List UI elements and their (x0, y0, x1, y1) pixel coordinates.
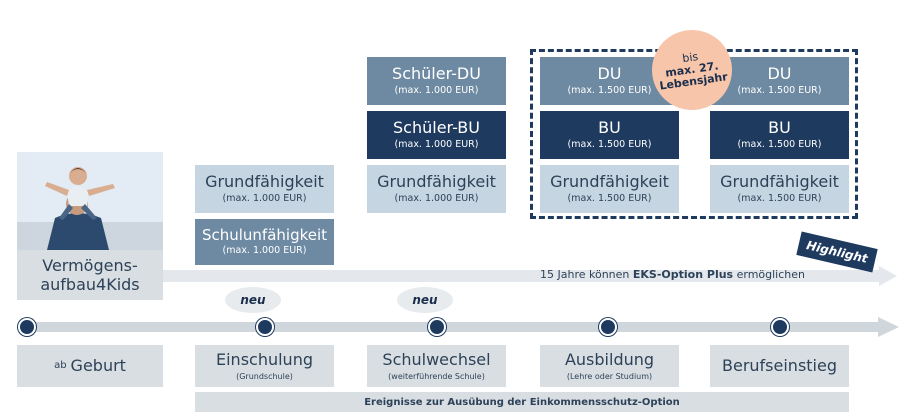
timeline-dot-schulwechsel (428, 318, 446, 336)
footer-bar: Ereignisse zur Ausübung der Einkommenssc… (195, 392, 849, 412)
family-photo (17, 152, 163, 250)
event-ausbildung: Ausbildung (Lehre oder Studium) (540, 345, 679, 387)
event-schulwechsel: Schulwechsel (weiterführende Schule) (367, 345, 506, 387)
event-berufseinstieg-title: Berufseinstieg (722, 355, 837, 375)
grundfaehigkeit-box-beruf: Grundfähigkeit (max. 1.500 EUR) (710, 165, 849, 213)
timeline-arrow (20, 317, 899, 337)
vermoegensaufbau-label: Vermögens- aufbau4Kids (40, 255, 140, 294)
schueler-du-sub: (max. 1.000 EUR) (394, 84, 479, 96)
du-beruf-sub: (max. 1.500 EUR) (737, 84, 822, 96)
vermoegensaufbau-box: Vermögens- aufbau4Kids (17, 250, 163, 300)
schueler-du-box: Schüler-DU (max. 1.000 EUR) (367, 57, 506, 105)
grundfaehigkeit-1-title: Grundfähigkeit (205, 172, 324, 192)
timeline-dot-einschulung (256, 318, 274, 336)
eks-text-prefix: 15 Jahre können (540, 268, 633, 281)
footer-text: Ereignisse zur Ausübung der Einkommenssc… (364, 396, 680, 408)
event-geburt-prefix: ab (54, 360, 67, 372)
event-einschulung-title: Einschulung (216, 350, 313, 370)
eks-arrow (163, 266, 897, 286)
event-schulwechsel-sub: (weiterführende Schule) (388, 371, 485, 381)
grundfaehigkeit-ausbildung-title: Grundfähigkeit (550, 172, 669, 192)
event-einschulung: Einschulung (Grundschule) (195, 345, 334, 387)
eks-text-bold: EKS-Option Plus (632, 268, 734, 281)
neu-text-2: neu (412, 293, 438, 307)
du-ausbildung-sub: (max. 1.500 EUR) (567, 84, 652, 96)
bu-beruf-title: BU (768, 118, 791, 138)
neu-label-schulwechsel: neu (397, 287, 453, 313)
highlight-label: Highlight (805, 238, 869, 266)
bu-ausbildung-title: BU (598, 118, 621, 138)
grundfaehigkeit-ausbildung-sub: (max. 1.500 EUR) (567, 192, 652, 204)
bu-beruf-sub: (max. 1.500 EUR) (737, 138, 822, 150)
schueler-bu-title: Schüler-BU (393, 118, 480, 138)
grundfaehigkeit-box-2: Grundfähigkeit (max. 1.000 EUR) (367, 165, 506, 213)
timeline-dot-ausbildung (599, 318, 617, 336)
event-geburt: ab Geburt (17, 345, 163, 387)
bu-box-beruf: BU (max. 1.500 EUR) (710, 111, 849, 159)
father-child-image (17, 152, 163, 250)
timeline-dot-berufseinstieg (771, 318, 789, 336)
schulunfaehigkeit-title: Schulunfähigkeit (201, 225, 328, 244)
event-ausbildung-sub: (Lehre oder Studium) (566, 371, 653, 381)
grundfaehigkeit-beruf-title: Grundfähigkeit (720, 172, 839, 192)
du-ausbildung-title: DU (597, 64, 622, 84)
neu-text-1: neu (240, 293, 266, 307)
eks-text-suffix: ermöglichen (733, 268, 806, 281)
bu-ausbildung-sub: (max. 1.500 EUR) (567, 138, 652, 150)
grundfaehigkeit-box-1: Grundfähigkeit (max. 1.000 EUR) (195, 165, 334, 213)
event-ausbildung-title: Ausbildung (564, 350, 655, 370)
schueler-bu-sub: (max. 1.000 EUR) (394, 138, 479, 150)
event-schulwechsel-title: Schulwechsel (382, 350, 491, 370)
schulunfaehigkeit-sub: (max. 1.000 EUR) (222, 245, 307, 257)
grundfaehigkeit-box-ausbildung: Grundfähigkeit (max. 1.500 EUR) (540, 165, 679, 213)
event-einschulung-sub: (Grundschule) (236, 371, 293, 381)
grundfaehigkeit-2-sub: (max. 1.000 EUR) (394, 192, 479, 204)
grundfaehigkeit-2-title: Grundfähigkeit (377, 172, 496, 192)
bu-box-ausbildung: BU (max. 1.500 EUR) (540, 111, 679, 159)
timeline-dot-geburt (18, 318, 36, 336)
du-box-beruf: DU (max. 1.500 EUR) (710, 57, 849, 105)
grundfaehigkeit-beruf-sub: (max. 1.500 EUR) (737, 192, 822, 204)
du-beruf-title: DU (767, 64, 792, 84)
schueler-du-title: Schüler-DU (392, 64, 481, 84)
eks-arrow-text: 15 Jahre können EKS-Option Plus ermöglic… (540, 268, 860, 284)
neu-label-einschulung: neu (225, 287, 281, 313)
event-geburt-title: Geburt (70, 355, 126, 375)
grundfaehigkeit-1-sub: (max. 1.000 EUR) (222, 192, 307, 204)
schulunfaehigkeit-box: Schulunfähigkeit (max. 1.000 EUR) (195, 219, 334, 265)
event-berufseinstieg: Berufseinstieg (710, 345, 849, 387)
schueler-bu-box: Schüler-BU (max. 1.000 EUR) (367, 111, 506, 159)
